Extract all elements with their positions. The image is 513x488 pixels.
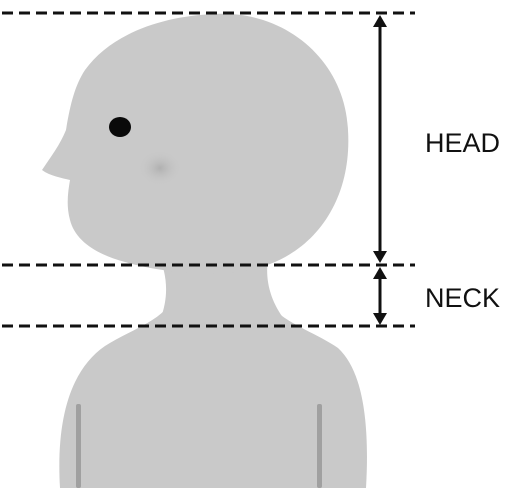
right-arm-seam bbox=[317, 404, 322, 488]
neck-dimension-arrow bbox=[373, 267, 387, 325]
eye bbox=[109, 117, 131, 137]
head-dimension-arrow bbox=[373, 15, 387, 263]
head-label: HEAD bbox=[425, 130, 500, 157]
cheek bbox=[138, 150, 182, 186]
left-arm-seam bbox=[76, 404, 81, 488]
head bbox=[42, 14, 348, 273]
neck-label: NECK bbox=[425, 285, 500, 312]
person-silhouette-icon bbox=[42, 14, 367, 488]
